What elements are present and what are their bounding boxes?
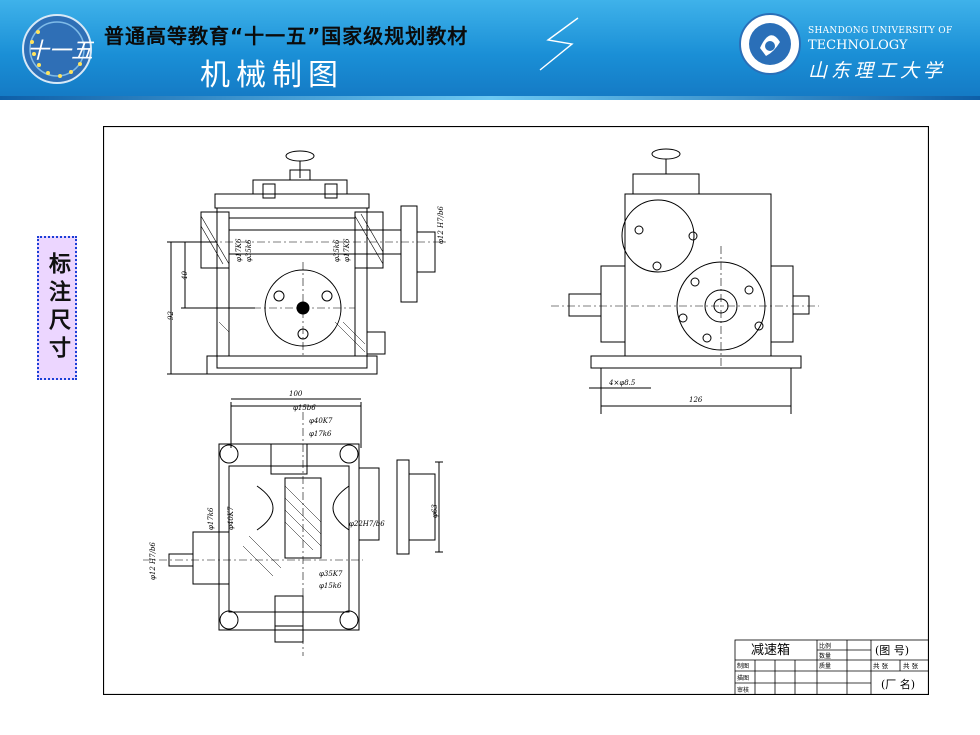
dim-phi15k6: φ15k6	[319, 582, 342, 590]
dim-phi35k6-front-r: φ35k6	[333, 239, 341, 262]
dim-phi35k6-front: φ35k6	[245, 239, 253, 262]
title-block-quantity: 数量	[819, 652, 831, 660]
title-block-traced: 描图	[737, 674, 749, 682]
title-block-checked: 审核	[737, 686, 749, 694]
dim-phi22: φ22H7/b6	[349, 520, 385, 528]
dim-100: 100	[289, 390, 303, 398]
title-block-sheets: 共 张	[873, 661, 889, 670]
university-name-en-1: SHANDONG UNIVERSITY OF	[808, 26, 953, 36]
dim-phi17K6-front: φ17K6	[235, 238, 243, 262]
top-view	[143, 398, 443, 656]
side-label-box: 标注尺寸	[37, 236, 77, 380]
title-block-scale: 比例	[819, 642, 831, 650]
title-block	[734, 639, 929, 695]
eleventh-five-year-logo: 十一五	[22, 14, 94, 84]
side-view	[551, 148, 819, 414]
header-banner: 十一五 普通高等教育“十一五”国家级规划教材 机械制图 SHANDONG UNI…	[0, 0, 980, 100]
dim-phi40K7-v: φ40K7	[227, 506, 235, 530]
university-seal-icon	[739, 13, 801, 75]
university-name-en-2: TECHNOLOGY	[808, 38, 908, 53]
zigzag-decoration	[539, 17, 579, 71]
dim-40: 40	[181, 271, 189, 281]
dim-phi17k6-v: φ17k6	[207, 507, 215, 530]
dim-126: 126	[689, 396, 703, 404]
dim-phi40K7: φ40K7	[309, 417, 333, 425]
dim-phi17K6-front-r: φ17K6	[343, 238, 351, 262]
series-title: 普通高等教育“十一五”国家级规划教材	[104, 24, 469, 48]
title-block-drawn: 制图	[737, 662, 749, 670]
dim-92: 92	[167, 311, 175, 320]
dim-phi12-front: φ12 H7/b6	[437, 206, 445, 244]
dim-phi12: φ12 H7/b6	[149, 542, 157, 580]
banner-stripe	[0, 96, 980, 100]
dim-phi15b6: φ15b6	[293, 404, 316, 412]
dim-phi35K7: φ35K7	[319, 570, 343, 578]
title-block-name: 减速箱	[751, 642, 790, 658]
dim-holes: 4×φ8.5	[608, 379, 636, 387]
title-block-mass: 质量	[819, 662, 831, 670]
logo-left-text: 十一五	[27, 39, 94, 64]
side-label-text: 标注尺寸	[45, 252, 70, 364]
title-block-factory: (厂 名)	[881, 677, 915, 691]
book-title: 机械制图	[200, 58, 344, 93]
title-block-sheet-of: 共 张	[903, 661, 919, 670]
front-view	[167, 150, 448, 375]
dim-phi63: φ63	[431, 504, 439, 518]
dim-phi17k6: φ17k6	[309, 430, 332, 438]
title-block-drawing-no: (图 号)	[875, 644, 909, 657]
gearbox-drawing: 92 40 φ17K6 φ35k6 φ35k6 φ17K6 φ12 H7/b6 …	[103, 126, 929, 695]
university-name-cn: 山东理工大学	[808, 60, 947, 82]
